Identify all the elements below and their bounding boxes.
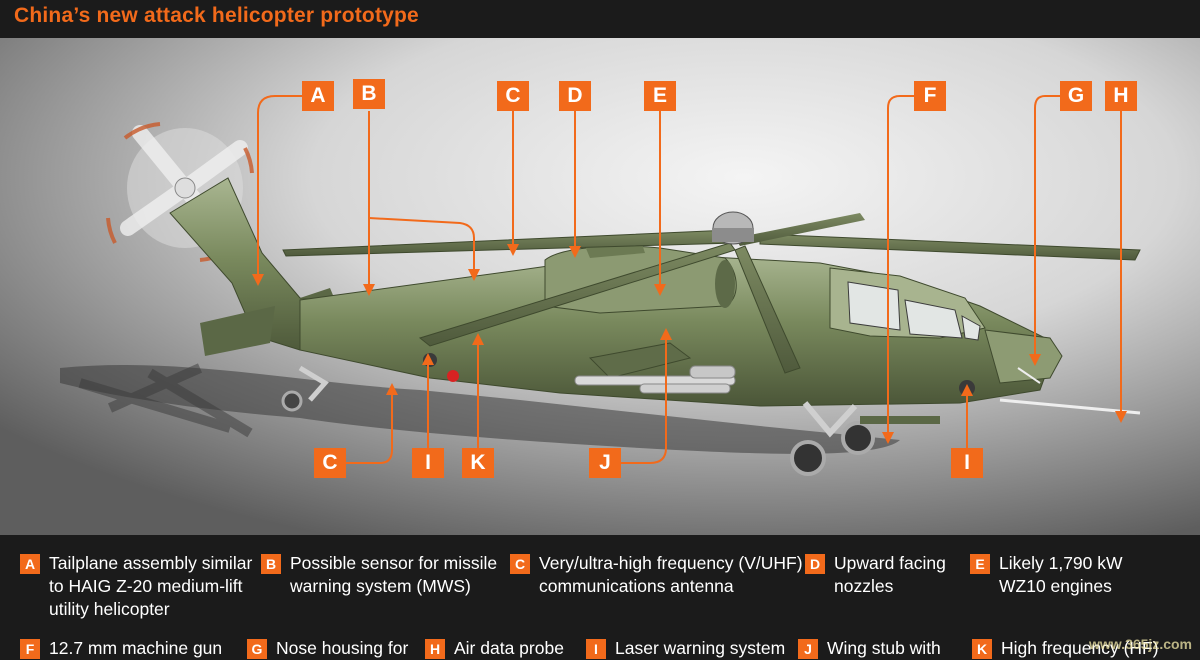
legend-tag: C [510, 554, 530, 574]
legend-tag: I [586, 639, 606, 659]
callout-tag-h: H [1105, 81, 1137, 111]
callout-tag-c-top: C [497, 81, 529, 111]
legend-text: Wing stub with [827, 638, 941, 658]
callout-tag-i-right: I [951, 448, 983, 478]
legend-tag: F [20, 639, 40, 659]
legend-item-e: E Likely 1,790 kW WZ10 engines [970, 552, 1123, 598]
legend-text: 12.7 mm machine gun [49, 638, 223, 658]
legend-text: Very/ultra-high frequency (V/UHF) commun… [539, 553, 803, 596]
legend-item-i: I Laser warning system [586, 637, 785, 660]
legend-text: High frequency (HF) [1001, 638, 1159, 658]
legend-tag: B [261, 554, 281, 574]
legend-tag: G [247, 639, 267, 659]
legend-text: Tailplane assembly similar to HAIG Z-20 … [49, 553, 253, 619]
callout-tag-f: F [914, 81, 946, 111]
legend-item-k: K High frequency (HF) [972, 637, 1159, 660]
legend-text: Upward facing nozzles [834, 553, 946, 596]
legend-text: Possible sensor for missile warning syst… [290, 553, 498, 596]
callout-tag-a: A [302, 81, 334, 111]
callout-arrowheads [252, 244, 1127, 444]
legend-tag: E [970, 554, 990, 574]
callout-tag-c-bottom: C [314, 448, 346, 478]
callout-tag-e: E [644, 81, 676, 111]
legend-item-j: J Wing stub with [798, 637, 941, 660]
helicopter-diagram: A B C D E F G H C I K J I [0, 38, 1200, 535]
page-title: China’s new attack helicopter prototype [14, 4, 419, 27]
legend-tag: K [972, 639, 992, 659]
legend-text: Likely 1,790 kW WZ10 engines [999, 553, 1123, 596]
legend-tag: H [425, 639, 445, 659]
callout-tag-j: J [589, 448, 621, 478]
legend-tag: J [798, 639, 818, 659]
legend-item-g: G Nose housing for [247, 637, 408, 660]
callout-lines [257, 95, 1122, 464]
legend-text: Nose housing for [276, 638, 409, 658]
legend-item-d: D Upward facing nozzles [805, 552, 946, 598]
callout-tag-i-left: I [412, 448, 444, 478]
callout-tag-g: G [1060, 81, 1092, 111]
callout-tag-d: D [559, 81, 591, 111]
callout-tag-k: K [462, 448, 494, 478]
watermark: www.365jz.com [1089, 636, 1192, 652]
legend-item-b: B Possible sensor for missile warning sy… [261, 552, 497, 598]
legend-item-a: A Tailplane assembly similar to HAIG Z-2… [20, 552, 252, 621]
legend-tag: D [805, 554, 825, 574]
legend-item-h: H Air data probe [425, 637, 564, 660]
legend-text: Laser warning system [615, 638, 786, 658]
legend-tag: A [20, 554, 40, 574]
legend-item-f: F 12.7 mm machine gun [20, 637, 222, 660]
callout-tag-b: B [353, 79, 385, 109]
legend-text: Air data probe [454, 638, 564, 658]
legend: A Tailplane assembly similar to HAIG Z-2… [0, 535, 1200, 659]
legend-item-c: C Very/ultra-high frequency (V/UHF) comm… [510, 552, 803, 598]
